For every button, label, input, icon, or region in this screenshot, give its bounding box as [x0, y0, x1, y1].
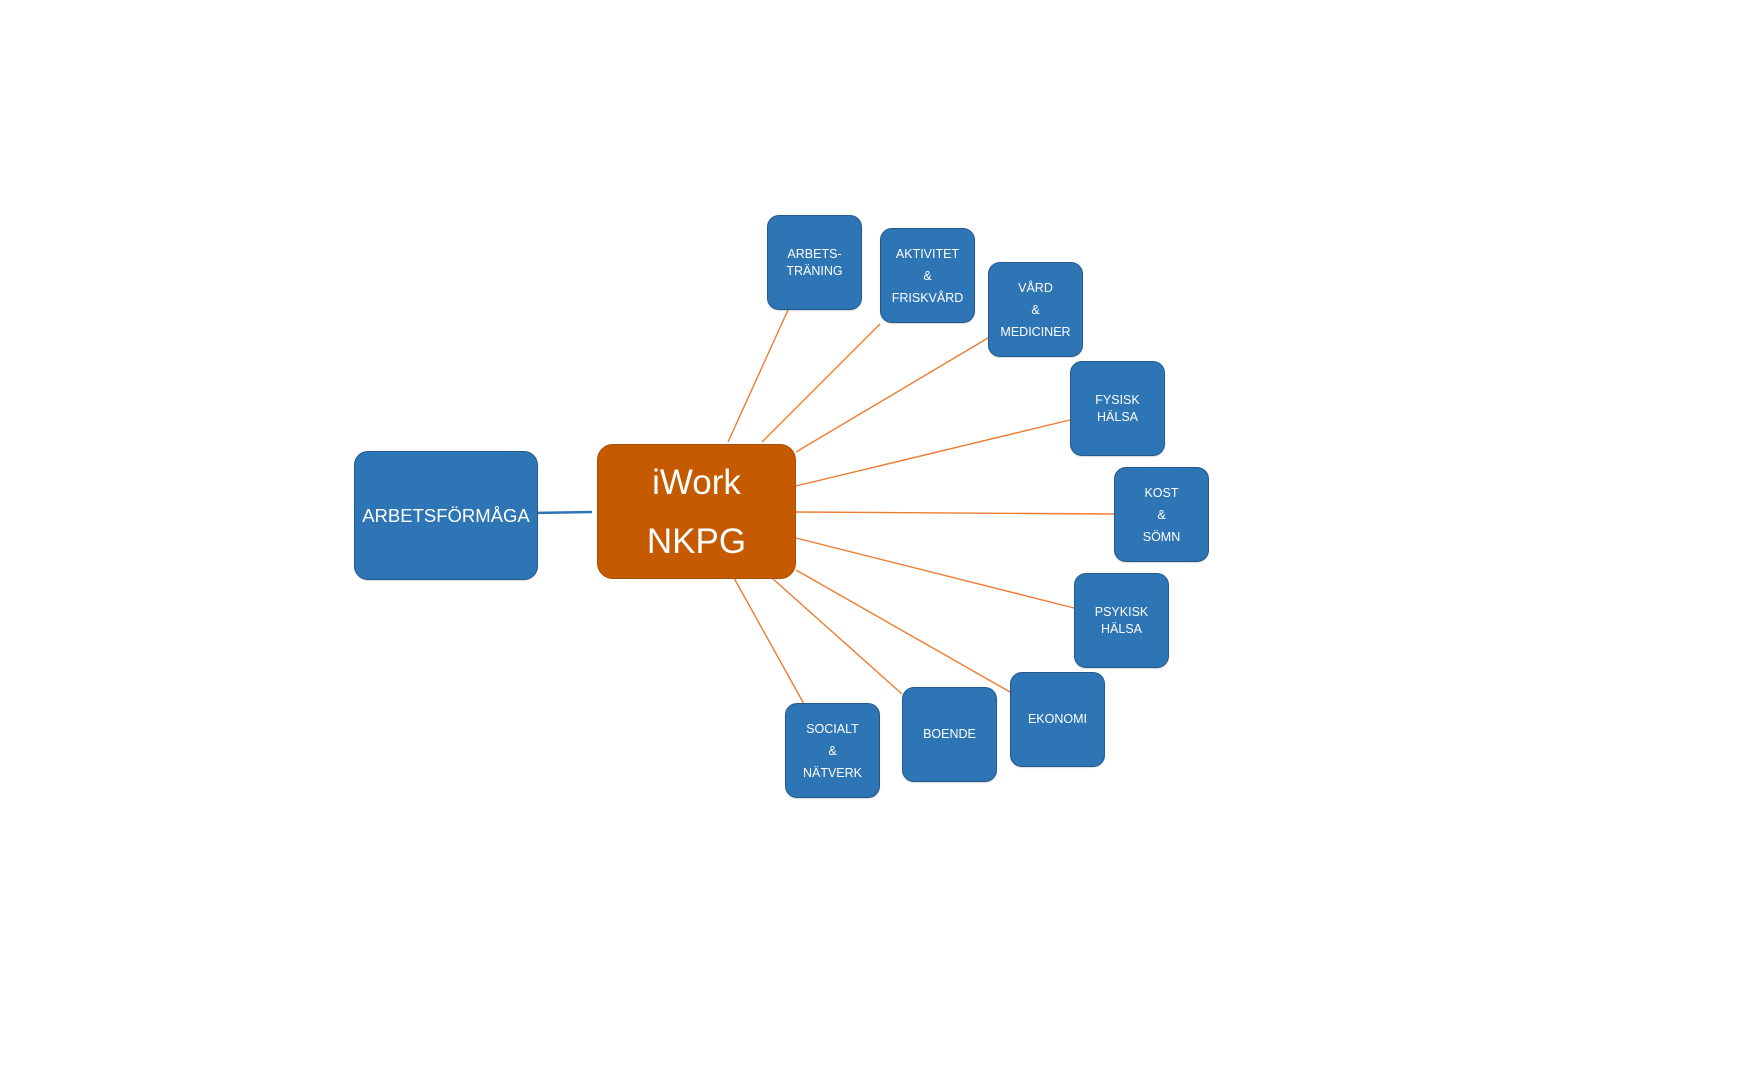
node-arbetsformaga: ARBETSFÖRMÅGA [354, 451, 538, 580]
node-kost-label: KOST & SÖMN [1142, 485, 1181, 544]
connector-kost [795, 511, 1115, 515]
node-kost-somn: KOST & SÖMN [1114, 467, 1209, 562]
node-boende: BOENDE [902, 687, 997, 782]
node-ekonomi: EKONOMI [1010, 672, 1105, 767]
connector-vard [795, 337, 989, 453]
node-vard-mediciner: VÅRD & MEDICINER [988, 262, 1083, 357]
connector-psykisk [795, 537, 1075, 609]
node-arbetstraning: ARBETS- TRÄNING [767, 215, 862, 310]
node-iwork-nkpg: iWork NKPG [597, 444, 796, 579]
connector-boende [771, 577, 903, 695]
connector-ekonomi [795, 569, 1011, 693]
node-fysisk-label: FYSISK HÄLSA [1095, 392, 1140, 424]
hub-label: iWork NKPG [646, 462, 747, 561]
connector-aktivitet [761, 323, 881, 443]
node-psykisk-halsa: PSYKISK HÄLSA [1074, 573, 1169, 668]
node-arbetstraning-label: ARBETS- TRÄNING [786, 246, 843, 278]
connector-arbetstraning [727, 309, 789, 443]
node-vard-label: VÅRD & MEDICINER [1000, 280, 1071, 339]
node-ekonomi-label: EKONOMI [1027, 712, 1088, 726]
node-aktivitet-label: AKTIVITET & FRISKVÅRD [891, 246, 964, 305]
node-socialt-label: SOCIALT & NÄTVERK [802, 721, 863, 780]
node-fysisk-halsa: FYSISK HÄLSA [1070, 361, 1165, 456]
node-boende-label: BOENDE [923, 727, 976, 741]
node-psykisk-label: PSYKISK HÄLSA [1094, 604, 1149, 636]
node-aktivitet-friskvard: AKTIVITET & FRISKVÅRD [880, 228, 975, 323]
connector-left [531, 510, 593, 515]
node-arbetsformaga-label: ARBETSFÖRMÅGA [362, 504, 530, 526]
connector-socialt [733, 577, 805, 705]
connector-fysisk [795, 419, 1071, 487]
node-socialt-natverk: SOCIALT & NÄTVERK [785, 703, 880, 798]
